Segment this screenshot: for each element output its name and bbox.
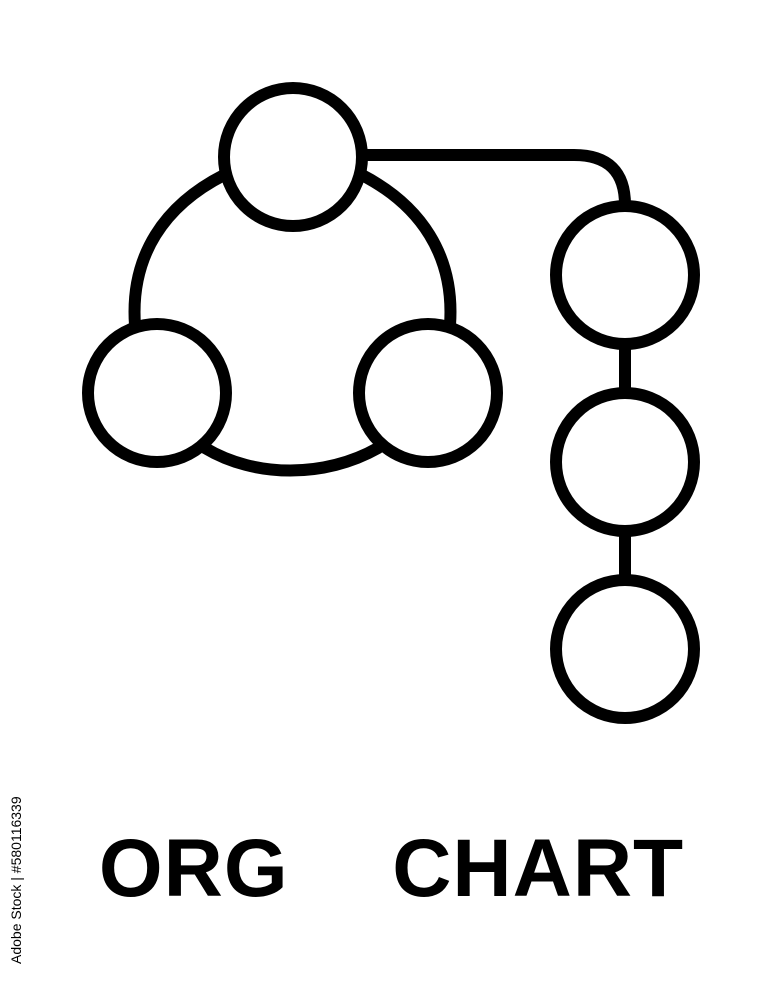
chain-node-1-circle [550, 200, 700, 350]
left-node-circle [82, 318, 232, 468]
chain-node-3-circle [550, 574, 700, 724]
right-arc-connector [356, 169, 457, 331]
top-node-circle [218, 82, 368, 232]
diagram-title: ORG CHART [98, 823, 685, 914]
branch-connector [356, 149, 631, 211]
chain-node-2-circle [550, 387, 700, 537]
left-arc-connector [128, 169, 230, 331]
stock-watermark-id: Adobe Stock | #580116339 [8, 796, 24, 964]
bottom-arc-connector [199, 442, 384, 477]
right-node-circle [353, 318, 503, 468]
